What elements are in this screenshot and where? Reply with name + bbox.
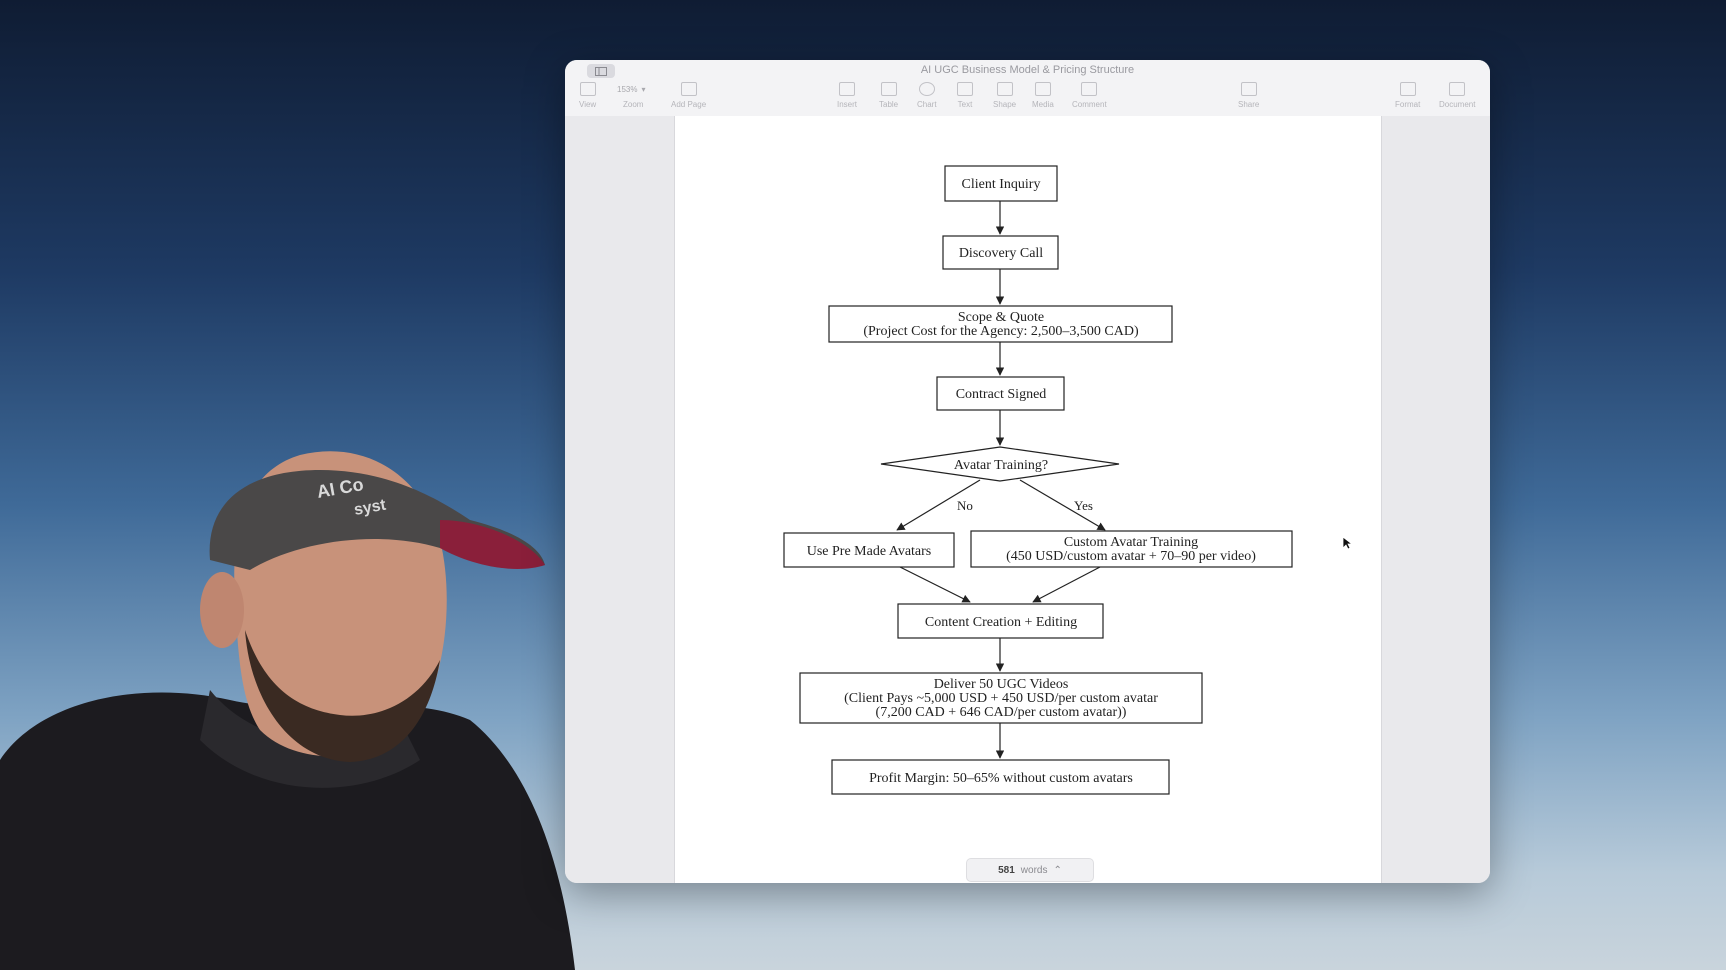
toolbar-table-button[interactable]: Table [879,82,898,109]
share-icon [1240,82,1257,96]
zoom-select[interactable]: 153% ▾ [617,82,659,96]
svg-text:syst: syst [353,497,388,519]
toolbar: AI UGC Business Model & Pricing Structur… [565,60,1490,117]
pages-app-window: AI UGC Business Model & Pricing Structur… [565,60,1490,883]
edge-avatar-premade [896,479,981,531]
shape-icon [996,82,1013,96]
chevron-down-icon: ▾ [641,84,646,94]
toolbar-shape-button[interactable]: Shape [993,82,1016,109]
table-icon [880,82,897,96]
insert-icon [839,82,855,96]
document-page[interactable]: No Yes [674,116,1382,883]
node-client-inquiry: Client Inquiry [962,177,1041,192]
toolbar-view-button[interactable]: View [579,82,596,109]
format-icon [1399,82,1416,96]
sidebar-icon [579,82,596,96]
node-scope-line2: (Project Cost for the Agency: 2,500–3,50… [863,324,1139,339]
toolbar-comment-button[interactable]: Comment [1072,82,1107,109]
svg-text:AI Co: AI Co [315,474,365,502]
edge-premade-content [899,566,971,603]
node-contract-signed: Contract Signed [956,387,1047,402]
add-page-icon [680,82,697,96]
edge-label-yes: Yes [1074,498,1093,513]
comment-icon [1081,82,1098,96]
edge-avatar-custom [1019,479,1106,531]
node-deliver-videos-box [799,672,1203,724]
toolbar-add-page-button[interactable]: Add Page [671,82,706,109]
toolbar-document-button[interactable]: Document [1439,82,1475,109]
node-discovery-call: Discovery Call [959,246,1043,261]
toolbar-format-button[interactable]: Format [1395,82,1420,109]
zoom-value: 153% [617,84,638,94]
sidebar-icon [595,66,607,76]
node-avatar-training-diamond [880,446,1120,482]
toolbar-media-button[interactable]: Media [1032,82,1054,109]
word-count-label: words [1020,864,1048,876]
toolbar-zoom-button[interactable]: Zoom [623,100,644,109]
text-icon [957,82,973,96]
media-icon [1034,82,1051,96]
node-profit-margin: Profit Margin: 50–65% without custom ava… [869,771,1133,786]
toolbar-text-button[interactable]: Text [957,82,973,109]
node-scope-quote-box [828,305,1173,343]
node-contract-signed-box [936,376,1065,411]
word-count-value: 581 [998,864,1015,876]
toolbar-chart-button[interactable]: Chart [917,82,937,109]
window-title: AI UGC Business Model & Pricing Structur… [920,64,1135,76]
node-profit-margin-box [831,759,1170,795]
toolbar-share-button[interactable]: Share [1238,82,1259,109]
node-pre-made-avatars-box [783,532,955,568]
node-content-creation: Content Creation + Editing [925,615,1077,630]
flowchart-diagram: No Yes [783,165,1293,795]
node-custom-line1: Custom Avatar Training [1064,535,1198,550]
edge-label-no: No [957,498,973,513]
node-avatar-training: Avatar Training? [954,458,1048,473]
document-icon [1449,82,1466,96]
node-discovery-call-box [942,235,1059,270]
edge-custom-content [1032,566,1101,603]
node-deliver-line2: (Client Pays ~5,000 USD + 450 USD/per cu… [844,691,1158,706]
node-custom-line2: (450 USD/custom avatar + 70–90 per video… [1006,549,1256,564]
word-count-indicator[interactable]: 581 words ⌃ [966,858,1094,882]
chart-icon [918,82,935,96]
node-deliver-line3: (7,200 CAD + 646 CAD/per custom avatar)) [876,705,1127,720]
node-custom-avatar-box [970,530,1293,568]
node-pre-made-avatars: Use Pre Made Avatars [807,544,932,559]
toolbar-insert-button[interactable]: Insert [837,82,857,109]
node-client-inquiry-box [944,165,1058,202]
chevron-updown-icon: ⌃ [1053,864,1062,876]
node-content-creation-box [897,603,1104,639]
node-deliver-line1: Deliver 50 UGC Videos [934,677,1069,692]
mouse-cursor-icon [1342,536,1352,550]
node-scope-line1: Scope & Quote [958,310,1044,325]
sidebar-toggle-button[interactable] [587,64,615,78]
document-canvas[interactable]: No Yes [565,116,1490,883]
